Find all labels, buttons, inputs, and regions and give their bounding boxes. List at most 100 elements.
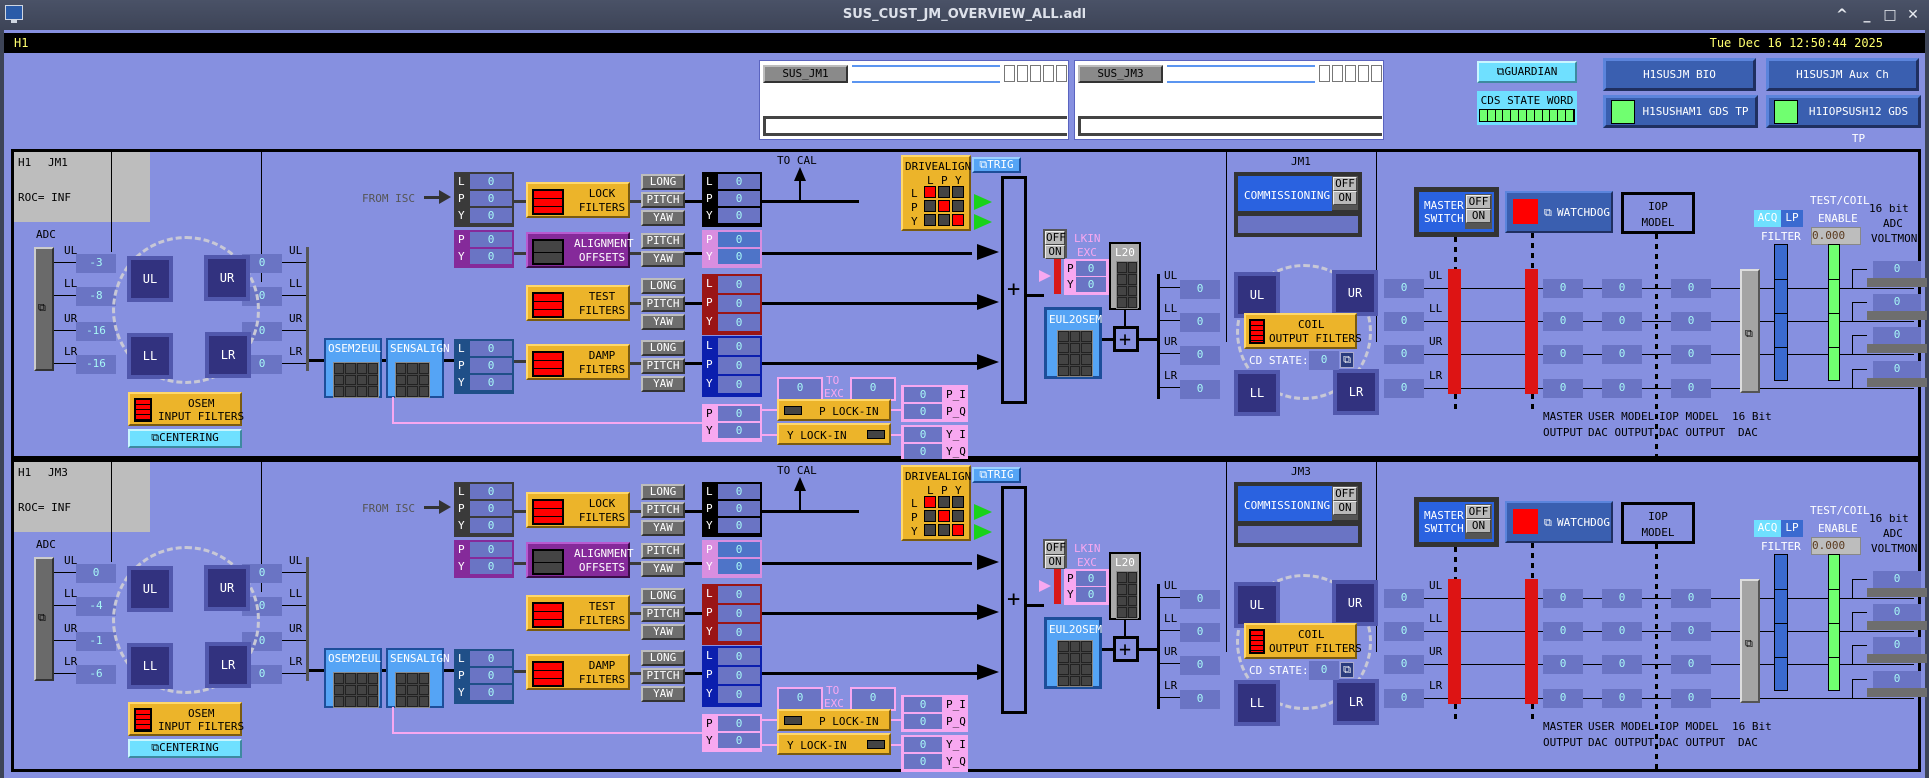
watchdog-button[interactable]: ⧉WATCHDOG bbox=[1505, 501, 1613, 543]
bio-button[interactable]: H1SUSJM BIO bbox=[1603, 58, 1756, 91]
close-icon[interactable]: ✕ bbox=[1907, 7, 1919, 23]
maximize-icon[interactable]: □ bbox=[1883, 7, 1897, 23]
lock-dof-button[interactable]: PITCH bbox=[641, 192, 685, 208]
y-lockin-button[interactable]: Y LOCK-IN bbox=[777, 423, 891, 445]
minimize-icon[interactable]: _ bbox=[1863, 7, 1871, 23]
osem-sensor-ll[interactable]: LL bbox=[127, 333, 173, 379]
lock-dof-button[interactable]: PITCH bbox=[641, 502, 685, 518]
off-button[interactable]: OFF bbox=[1333, 487, 1357, 501]
off-button[interactable]: OFF bbox=[1045, 231, 1066, 245]
sensalign-button[interactable]: SENSALIGN bbox=[386, 648, 450, 708]
damp-dof-button[interactable]: PITCH bbox=[641, 668, 685, 684]
osem-sensor-ur[interactable]: UR bbox=[204, 565, 250, 611]
lock-dof-button[interactable]: LONG bbox=[641, 174, 685, 190]
test-dof-button[interactable]: YAW bbox=[641, 624, 685, 640]
test-dof-button[interactable]: LONG bbox=[641, 588, 685, 604]
on-button[interactable]: ON bbox=[1333, 501, 1357, 515]
coil-actuator-lr[interactable]: LR bbox=[1333, 679, 1379, 725]
trig-button[interactable]: ⧉TRIG bbox=[972, 467, 1021, 483]
aux-channels-button[interactable]: H1SUSJM Aux Ch bbox=[1766, 58, 1919, 91]
align-dof-button[interactable]: PITCH bbox=[641, 233, 685, 249]
damp-dof-button[interactable]: LONG bbox=[641, 650, 685, 666]
align-dof-button[interactable]: YAW bbox=[641, 251, 685, 267]
centering-button[interactable]: ⧉CENTERING bbox=[128, 739, 242, 758]
test-dof-button[interactable]: PITCH bbox=[641, 296, 685, 312]
damp-dof-button[interactable]: YAW bbox=[641, 376, 685, 392]
osem-sensor-ll[interactable]: LL bbox=[127, 643, 173, 689]
align-dof-button[interactable]: YAW bbox=[641, 561, 685, 577]
guardian-node-button[interactable]: SUS_JM3 bbox=[1078, 65, 1163, 83]
sensalign-button[interactable]: SENSALIGN bbox=[386, 338, 450, 398]
osem-sensor-ur[interactable]: UR bbox=[204, 255, 250, 301]
test-dof-button[interactable]: PITCH bbox=[641, 606, 685, 622]
lp-button[interactable]: LP bbox=[1781, 520, 1803, 537]
lp-button[interactable]: LP bbox=[1781, 210, 1803, 227]
osem-sensor-lr[interactable]: LR bbox=[205, 642, 251, 688]
centering-button[interactable]: ⧉CENTERING bbox=[128, 429, 242, 448]
test-dof-button[interactable]: YAW bbox=[641, 314, 685, 330]
damp-dof-button[interactable]: LONG bbox=[641, 340, 685, 356]
y-lockin-button[interactable]: Y LOCK-IN bbox=[777, 733, 891, 755]
watchdog-button[interactable]: ⧉WATCHDOG bbox=[1505, 191, 1613, 233]
cd-state-button[interactable]: ⧉ bbox=[1340, 662, 1354, 678]
gds-tp-2-button[interactable]: H1IOPSUSH12 GDS TP bbox=[1766, 95, 1921, 145]
damp-dof-button[interactable]: PITCH bbox=[641, 358, 685, 374]
osem-sensor-lr[interactable]: LR bbox=[205, 332, 251, 378]
lock-dof-button[interactable]: YAW bbox=[641, 210, 685, 226]
osem2eul-button[interactable]: OSEM2EUL bbox=[324, 648, 382, 708]
off-button[interactable]: OFF bbox=[1466, 195, 1491, 209]
coil-actuator-ur[interactable]: UR bbox=[1332, 270, 1378, 316]
l20-button[interactable]: L20 bbox=[1109, 242, 1141, 310]
adc-button[interactable]: ⧉ bbox=[34, 557, 54, 681]
on-button[interactable]: ON bbox=[1045, 555, 1065, 569]
coil-actuator-ul[interactable]: UL bbox=[1234, 582, 1280, 628]
eul2osem-button[interactable]: EUL2OSEM bbox=[1044, 617, 1102, 689]
coil-actuator-ul[interactable]: UL bbox=[1234, 272, 1280, 318]
gds-tp-1-button[interactable]: H1SUSHAM1 GDS TP bbox=[1603, 95, 1758, 128]
l20-button[interactable]: L20 bbox=[1109, 552, 1141, 620]
guardian-node-button[interactable]: SUS_JM1 bbox=[763, 65, 848, 83]
damp-dof-button[interactable]: YAW bbox=[641, 686, 685, 702]
lock-dof-button[interactable]: LONG bbox=[641, 484, 685, 500]
shade-icon[interactable]: ^ bbox=[1836, 7, 1848, 23]
lock-dof-button[interactable]: YAW bbox=[641, 520, 685, 536]
on-button[interactable]: ON bbox=[1045, 245, 1065, 259]
p-lockin-button[interactable]: P LOCK-IN bbox=[777, 399, 891, 421]
align-dof-button[interactable]: PITCH bbox=[641, 543, 685, 559]
cd-state-button[interactable]: ⧉ bbox=[1340, 352, 1354, 368]
adc-button[interactable]: ⧉ bbox=[34, 247, 54, 371]
coil-actuator-ur[interactable]: UR bbox=[1332, 580, 1378, 626]
on-button[interactable]: ON bbox=[1466, 519, 1491, 533]
off-button[interactable]: OFF bbox=[1466, 505, 1491, 519]
p-lockin-button[interactable]: P LOCK-IN bbox=[777, 709, 891, 731]
osem2eul-button[interactable]: OSEM2EUL bbox=[324, 338, 382, 398]
coil-actuator-ll[interactable]: LL bbox=[1234, 680, 1280, 726]
on-button[interactable]: ON bbox=[1466, 209, 1491, 223]
off-button[interactable]: OFF bbox=[1333, 177, 1357, 191]
coil-actuator-lr[interactable]: LR bbox=[1333, 369, 1379, 415]
dac-button[interactable]: ⧉ bbox=[1740, 269, 1760, 393]
coil-actuator-ll[interactable]: LL bbox=[1234, 370, 1280, 416]
guardian-button[interactable]: ⧉GUARDIAN bbox=[1477, 61, 1577, 83]
acq-button[interactable]: ACQ bbox=[1754, 520, 1781, 537]
trig-button[interactable]: ⧉TRIG bbox=[972, 157, 1021, 173]
off-button[interactable]: OFF bbox=[1045, 541, 1066, 555]
eul2osem-button[interactable]: EUL2OSEM bbox=[1044, 307, 1102, 379]
